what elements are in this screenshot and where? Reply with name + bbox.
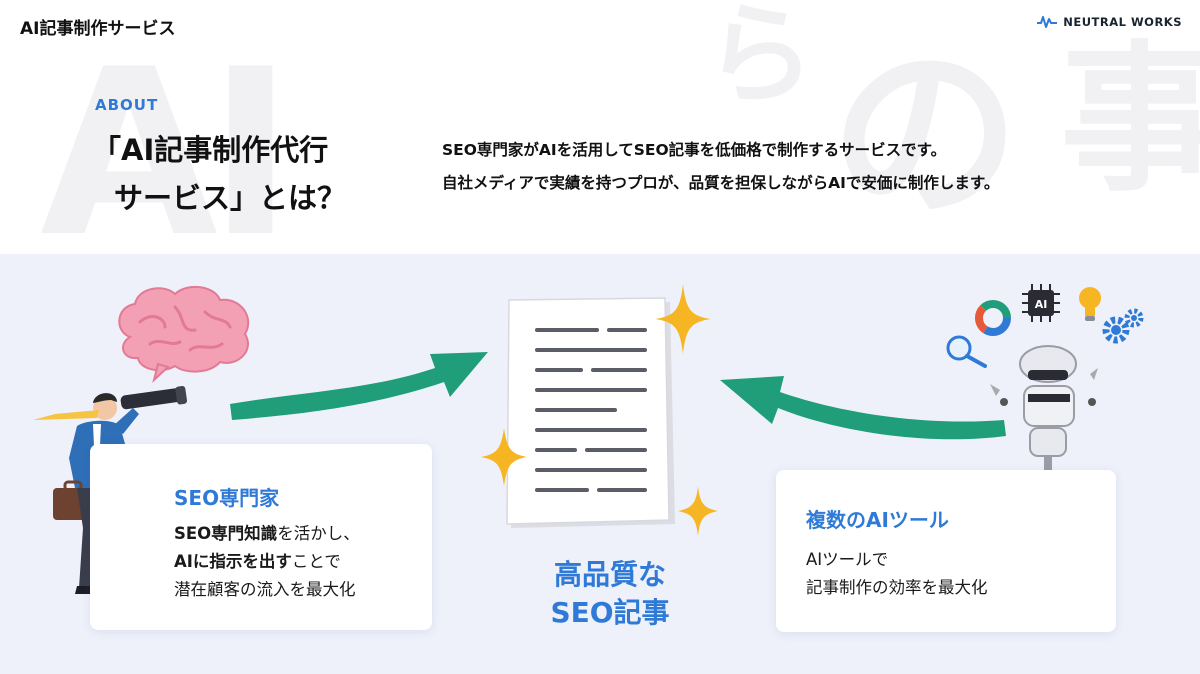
- arrow-right-icon: [230, 352, 488, 420]
- ai-tools-card-title: 複数のAIツール: [806, 508, 949, 532]
- section-heading: 「AI記事制作代行 サービス」とは？: [92, 126, 346, 222]
- ai-tools-line-1: AIツールで: [806, 550, 889, 569]
- pulse-logo-icon: [1037, 16, 1058, 28]
- expert-line-1-bold: SEO専門知識: [174, 524, 278, 543]
- ai-chip-label: AI: [1035, 298, 1048, 311]
- expert-line-1: SEO専門知識を活かし、: [174, 520, 360, 548]
- expert-line-2-rest: ことで: [291, 552, 341, 571]
- heading-line-2: サービス」とは？: [114, 181, 347, 215]
- expert-line-2: AIに指示を出すことで: [174, 548, 360, 576]
- robot-icon: [990, 345, 1098, 539]
- center-label: 高品質な SEO記事: [530, 556, 690, 632]
- gears-icon: [1102, 308, 1144, 344]
- watermark-char-3: 事: [1060, 26, 1200, 213]
- page-title: AI記事制作サービス: [20, 19, 176, 39]
- ai-tools-card-body: AIツールで 記事制作の効率を最大化: [806, 546, 988, 602]
- section-description: SEO専門家がAIを活用してSEO記事を低価格で制作するサービスです。 自社メデ…: [442, 134, 999, 200]
- logo-text: NEUTRAL WORKS: [1063, 15, 1182, 29]
- description-line-2: 自社メディアで実績を持つプロが、品質を担保しながらAIで安価に制作します。: [442, 174, 1000, 192]
- heading-line-1: 「AI記事制作代行: [92, 133, 329, 167]
- ai-tools-line-2: 記事制作の効率を最大化: [806, 578, 988, 597]
- sparkle-icon: [655, 284, 711, 354]
- center-label-line-2: SEO記事: [550, 596, 670, 629]
- lightbulb-icon: [1079, 287, 1101, 321]
- document-icon: [506, 297, 675, 528]
- company-logo[interactable]: NEUTRAL WORKS: [1037, 15, 1182, 29]
- header-section: AI ら の 事 AI記事制作サービス NEUTRAL WORKS ABOUT …: [0, 0, 1200, 254]
- sparkle-icon: [678, 486, 718, 536]
- expert-card-body: SEO専門知識を活かし、 AIに指示を出すことで 潜在顧客の流入を最大化: [174, 520, 360, 604]
- expert-card-title: SEO専門家: [174, 486, 280, 510]
- chart-icon: [975, 300, 1011, 336]
- sparkle-icon: [481, 428, 527, 486]
- center-label-line-1: 高品質な: [553, 558, 666, 591]
- expert-line-1-rest: を活かし、: [277, 524, 360, 543]
- ai-tools-card: 複数のAIツール AIツールで 記事制作の効率を最大化: [776, 470, 1116, 632]
- section-eyebrow: ABOUT: [95, 96, 159, 114]
- ai-chip-icon: AI: [1022, 284, 1060, 322]
- expert-card: SEO専門家 SEO専門知識を活かし、 AIに指示を出すことで 潜在顧客の流入を…: [90, 444, 432, 630]
- expert-line-3: 潜在顧客の流入を最大化: [174, 580, 356, 599]
- magnifier-icon: [946, 335, 987, 368]
- expert-line-2-bold: AIに指示を出す: [174, 552, 292, 571]
- description-line-1: SEO専門家がAIを活用してSEO記事を低価格で制作するサービスです。: [442, 141, 947, 159]
- arrow-left-icon: [720, 376, 1006, 440]
- watermark-char-1: ら: [705, 0, 815, 119]
- brain-icon: [118, 285, 250, 384]
